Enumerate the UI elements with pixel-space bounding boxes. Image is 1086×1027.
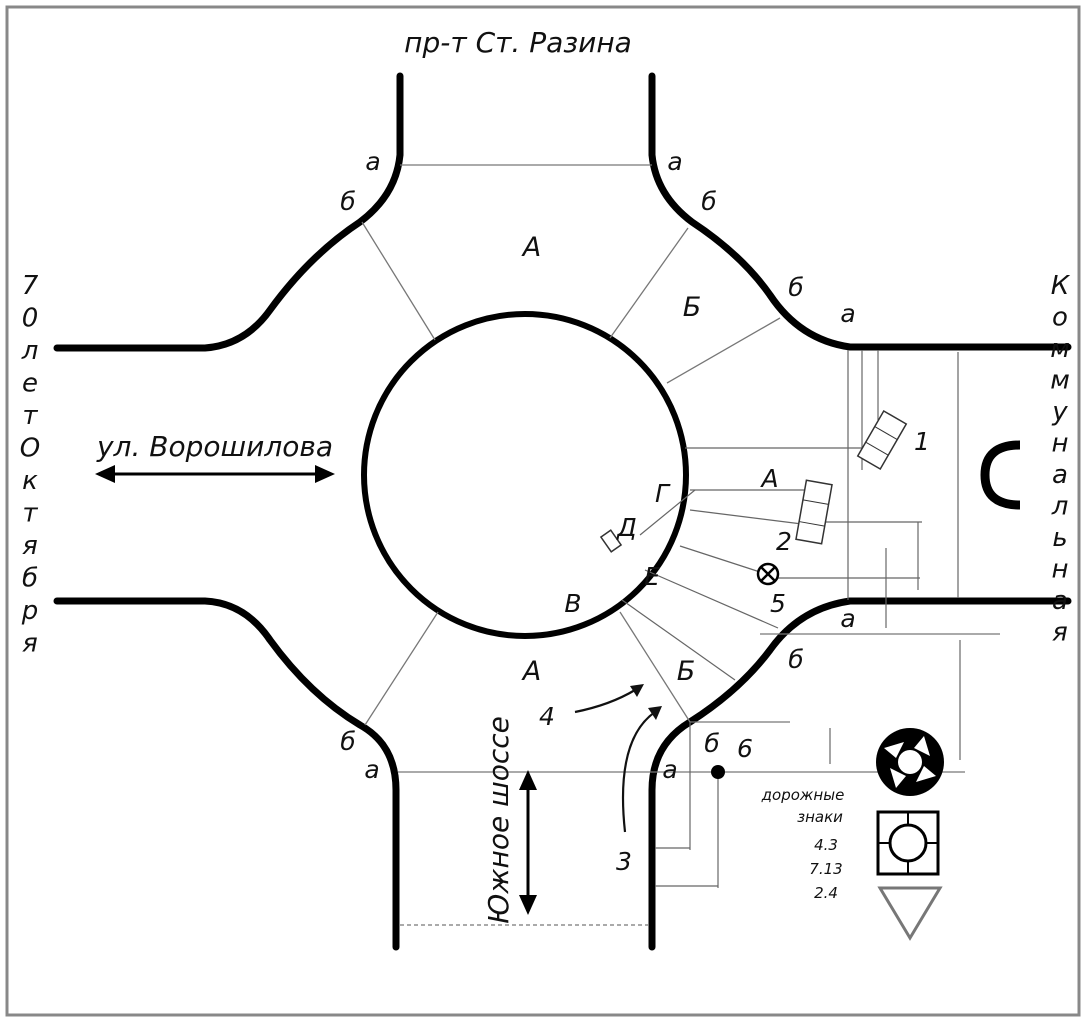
road-edge-south-west [53,597,400,951]
road-signs [876,728,944,941]
street-east-char: у [1051,397,1068,427]
mark-b-ne-2: б [788,273,803,302]
sign-4-3 [876,728,944,796]
frame-border [5,5,1081,1017]
label-vehicle-5: 5 [770,589,786,618]
vehicle-1 [856,409,908,471]
vehicle-2 [795,479,833,545]
label-vehicle-6: 6 [737,734,753,763]
street-south: Южное шоссе [482,716,515,924]
street-north: пр-т Ст. Разина [404,26,632,59]
mark-b-se: б [788,645,803,674]
zone-line-ne-2 [666,317,781,384]
movement-arrows [95,465,662,915]
dim-5 [679,545,761,573]
dim-e-1 [644,569,779,629]
vehicle-5-marker [756,562,780,586]
street-west-char: б [22,564,38,594]
mark-b-sw: б [340,727,355,756]
street-west-char: р [21,596,39,626]
zone-line-nw [361,221,436,341]
arrow-3 [621,711,656,833]
mark-b-nw: б [340,187,355,216]
point-g: Г [655,479,671,508]
signs-title-2: знаки [797,808,843,826]
dim-e-2 [621,599,736,681]
street-east-char: а [1052,586,1068,616]
road-edge-north-west [53,72,404,352]
point-d-marker [599,529,623,553]
street-east-char: м [1050,334,1070,364]
point-e: Е [644,562,660,591]
mark-a-se: а [840,604,855,633]
zone-b-south-east: Б [677,656,696,687]
signs-title-1: дорожные [761,786,845,804]
label-vehicle-3: 3 [616,847,632,876]
sign-code-1: 4.3 [814,836,838,854]
label-vehicle-4: 4 [539,702,555,731]
zone-line-se [619,611,691,723]
road-edges [53,72,1072,951]
street-east-char: о [1052,303,1068,333]
street-east-char: н [1052,429,1069,459]
roundabout-island [361,311,689,639]
mark-b-s: б [704,729,719,758]
zone-line-ne-1 [609,227,689,339]
point-v: В [564,589,581,618]
mark-a-s: а [662,755,677,784]
vehicle-6-dot [711,765,725,779]
u-turn-symbol [980,440,1021,510]
zone-line-sw [364,611,439,726]
street-west-char: я [22,629,38,659]
label-vehicle-1: 1 [914,427,930,456]
street-east-char: я [1052,618,1068,648]
label-a-east: А [759,464,778,493]
zone-a-south: А [521,656,541,687]
street-voroshilova: ул. Ворошилова [96,430,333,463]
dimension-lines [400,350,961,926]
label-vehicle-2: 2 [776,527,792,556]
zone-a-north: А [521,232,541,263]
point-d: Д [616,513,637,542]
street-east-char: а [1052,460,1068,490]
street-west-char: е [22,369,38,399]
sign-code-2: 7.13 [809,860,842,878]
street-east-char: н [1052,555,1069,585]
mark-a-ne: а [667,147,682,176]
street-west-char: к [22,466,38,496]
sign-2-4 [877,886,943,941]
mark-a-ne-2: а [840,299,855,328]
street-east-char: ь [1052,523,1067,553]
street-west-char: 0 [22,304,39,334]
g-d-line [639,489,696,536]
street-east-char: К [1051,271,1071,301]
vehicles [599,409,908,779]
arrow-4 [574,689,636,714]
street-west-char: т [22,401,38,431]
street-west-char: О [20,434,40,464]
sign-code-3: 2.4 [814,884,838,902]
zone-b-north-east: Б [683,292,702,323]
road-edge-south-east [648,597,1072,951]
street-east-char: м [1050,366,1070,396]
sign-7-13 [876,810,940,876]
mark-a-sw: а [364,755,379,784]
dim-car2-2 [689,509,811,526]
street-east-char: л [1051,492,1069,522]
mark-a-nw: а [365,147,380,176]
street-west-char: 7 [22,271,39,301]
road-edge-north-east [648,72,1072,351]
mark-b-ne-1: б [701,187,716,216]
street-west-char: т [22,499,38,529]
street-west-char: я [22,531,38,561]
street-west-char: л [21,336,39,366]
